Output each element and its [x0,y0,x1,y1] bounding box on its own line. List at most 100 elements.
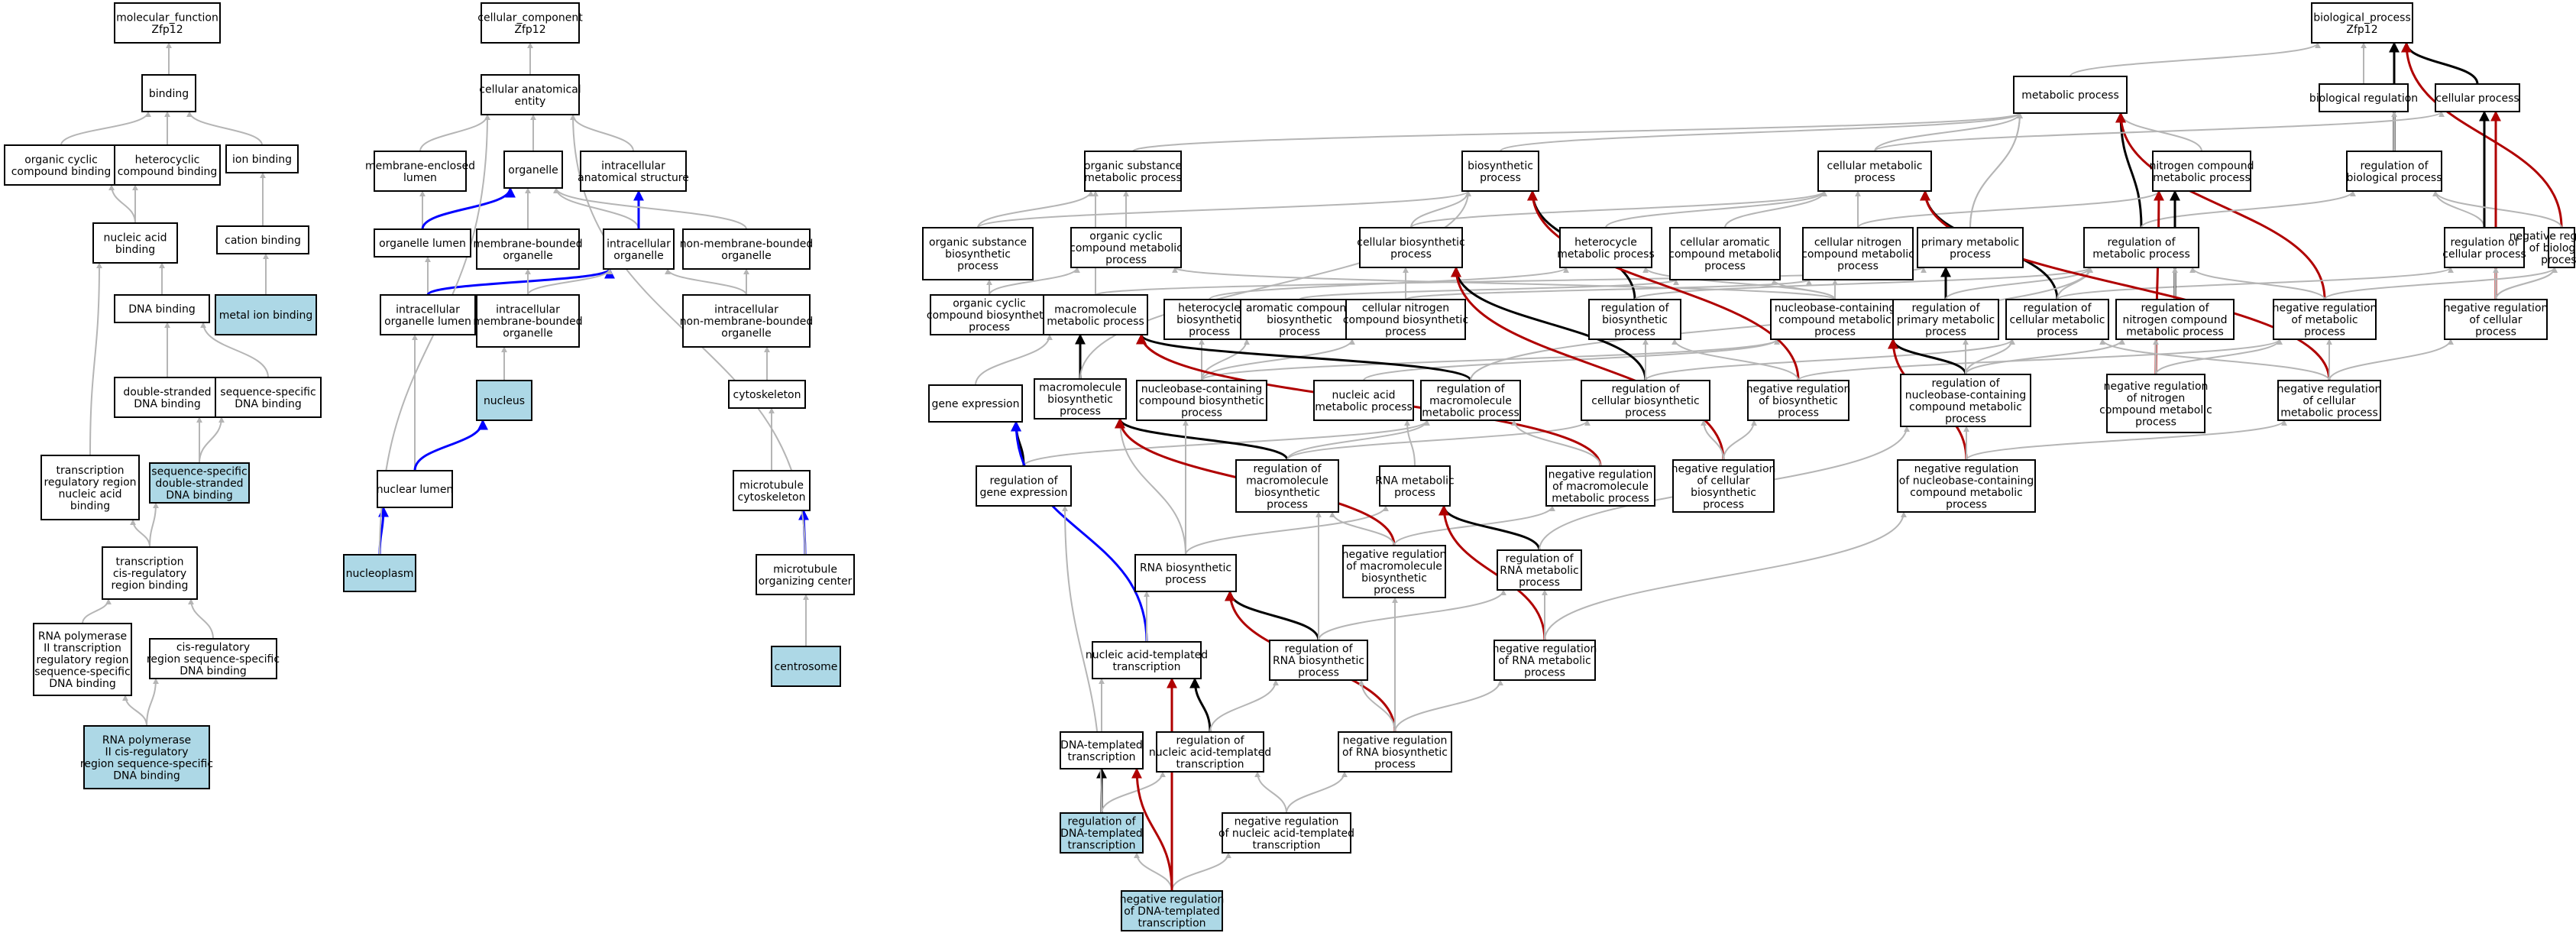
term-node-gene-expression[interactable]: gene expression [928,384,1023,423]
term-node-metal-ion-binding[interactable]: metal ion binding [215,294,317,335]
term-node-regulation-of-nucleobase-containing-compound-metabolic-process[interactable]: regulation ofnucleobase-containingcompou… [1900,374,2031,427]
term-label-line: process [1625,407,1666,420]
term-node-dna-binding[interactable]: DNA binding [114,294,210,323]
term-node-regulation-of-macromolecule-biosynthetic-process[interactable]: regulation ofmacromoleculebiosyntheticpr… [1235,459,1339,513]
term-node-intracellular-non-membrane-bounded-organelle[interactable]: intracellularnon-membrane-boundedorganel… [680,294,814,348]
term-node-binding[interactable]: binding [141,74,196,112]
term-box [2083,227,2199,268]
term-node-ion-binding[interactable]: ion binding [225,144,299,173]
term-node-cytoskeleton[interactable]: cytoskeleton [728,380,806,409]
term-label-line: of DNA-templated [1124,905,1220,918]
term-node-nuclear-lumen[interactable]: nuclear lumen [377,470,454,508]
term-node-organelle[interactable]: organelle [503,151,563,189]
term-label-line: intracellular [601,160,665,172]
term-node-biological-regulation[interactable]: biological regulation [2309,83,2418,112]
term-node-organelle-lumen[interactable]: organelle lumen [374,228,471,258]
term-box [733,470,811,511]
term-node-metabolic-process[interactable]: metabolic process [2013,76,2128,114]
term-node-nucleus[interactable]: nucleus [476,380,532,421]
term-node-cellular-process[interactable]: cellular process [2435,83,2520,112]
term-node-cation-binding[interactable]: cation binding [216,225,309,254]
term-node-centrosome[interactable]: centrosome [771,646,841,687]
term-node-nucleoplasm[interactable]: nucleoplasm [343,554,416,592]
